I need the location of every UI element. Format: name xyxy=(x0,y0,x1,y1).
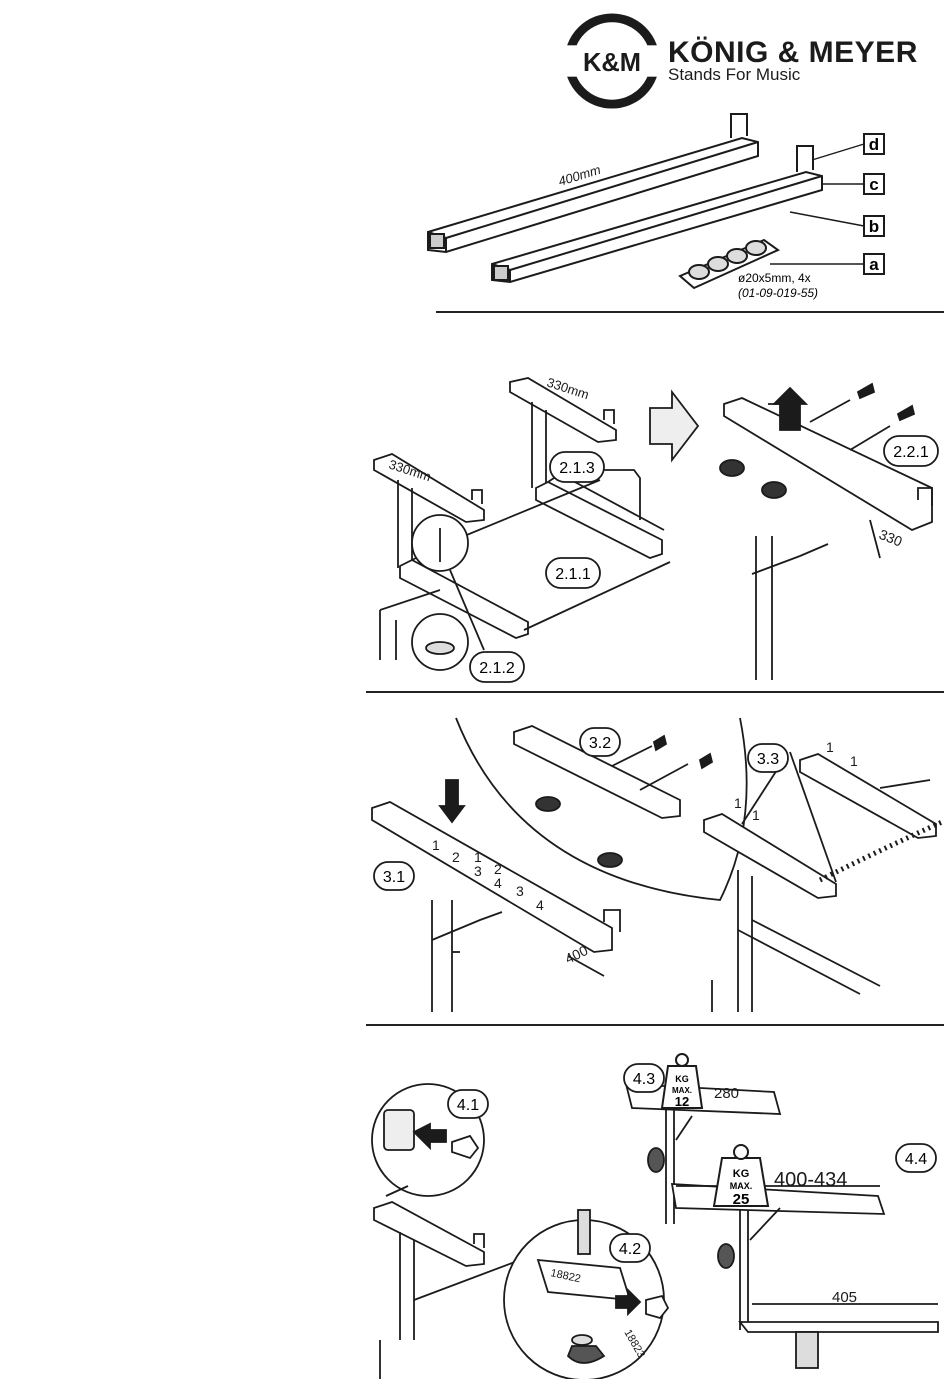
label-c: c xyxy=(864,174,884,194)
tube-left xyxy=(428,114,758,252)
label-d: d xyxy=(864,134,884,154)
svg-text:2.1.3: 2.1.3 xyxy=(559,460,595,477)
step2-illustration xyxy=(374,378,932,680)
step-2-1-1: 2.1.1 xyxy=(546,558,600,588)
step-4-1: 4.1 xyxy=(448,1090,488,1118)
part-number: (01-09-019-55) xyxy=(738,286,818,300)
svg-text:4.4: 4.4 xyxy=(905,1151,927,1168)
svg-text:4.1: 4.1 xyxy=(457,1097,479,1114)
hole-label: 4 xyxy=(536,897,544,913)
svg-text:2.2.1: 2.2.1 xyxy=(893,444,929,461)
svg-text:b: b xyxy=(869,217,879,236)
hole-label: 1 xyxy=(432,837,440,853)
svg-text:MAX.: MAX. xyxy=(730,1181,753,1191)
svg-text:KG: KG xyxy=(733,1168,750,1180)
step-2-1-2: 2.1.2 xyxy=(470,652,524,682)
divider-2 xyxy=(366,691,944,693)
step-4-3: 4.3 xyxy=(624,1064,664,1092)
svg-text:12: 12 xyxy=(675,1094,689,1109)
svg-text:4.3: 4.3 xyxy=(633,1071,655,1088)
hole-label: 3 xyxy=(516,883,524,899)
step-2-1-3: 2.1.3 xyxy=(550,452,604,482)
rack-right-length: 330 xyxy=(877,526,905,550)
dim-400-434: 400-434 xyxy=(774,1169,847,1191)
weight-12kg: KG MAX. 12 xyxy=(662,1054,702,1109)
divider-1 xyxy=(436,311,944,313)
step-2-2-1: 2.2.1 xyxy=(884,436,938,466)
step4-illustration xyxy=(372,1084,938,1379)
hole-label: 3 xyxy=(474,863,482,879)
svg-text:3.1: 3.1 xyxy=(383,869,405,886)
hole-label: 4 xyxy=(494,875,502,891)
svg-text:d: d xyxy=(869,135,879,154)
step-3-3: 3.3 xyxy=(748,744,788,772)
svg-text:3.2: 3.2 xyxy=(589,735,611,752)
dim-405: 405 xyxy=(832,1289,857,1306)
step-3-1: 3.1 xyxy=(374,862,414,890)
svg-text:a: a xyxy=(869,255,879,274)
divider-3 xyxy=(366,1024,944,1026)
svg-text:25: 25 xyxy=(733,1191,750,1208)
svg-text:KG: KG xyxy=(675,1074,689,1084)
svg-text:3.3: 3.3 xyxy=(757,751,779,768)
dim-280: 280 xyxy=(714,1085,739,1102)
hole-label: 2 xyxy=(452,849,460,865)
screw-spec: ø20x5mm, 4x xyxy=(738,271,811,285)
mark: 1 xyxy=(734,795,742,811)
svg-text:2.1.1: 2.1.1 xyxy=(555,566,591,583)
mark: 1 xyxy=(850,753,858,769)
mark: 1 xyxy=(752,807,760,823)
svg-text:c: c xyxy=(869,175,878,194)
svg-text:4.2: 4.2 xyxy=(619,1241,641,1258)
svg-text:2.1.2: 2.1.2 xyxy=(479,660,515,677)
label-b: b xyxy=(864,216,884,236)
weight-25kg: KG MAX. 25 xyxy=(714,1145,768,1208)
step-4-2: 4.2 xyxy=(610,1234,650,1262)
label-a: a xyxy=(864,254,884,274)
step-3-2: 3.2 xyxy=(580,728,620,756)
mark: 1 xyxy=(826,739,834,755)
step-4-4: 4.4 xyxy=(896,1144,936,1172)
